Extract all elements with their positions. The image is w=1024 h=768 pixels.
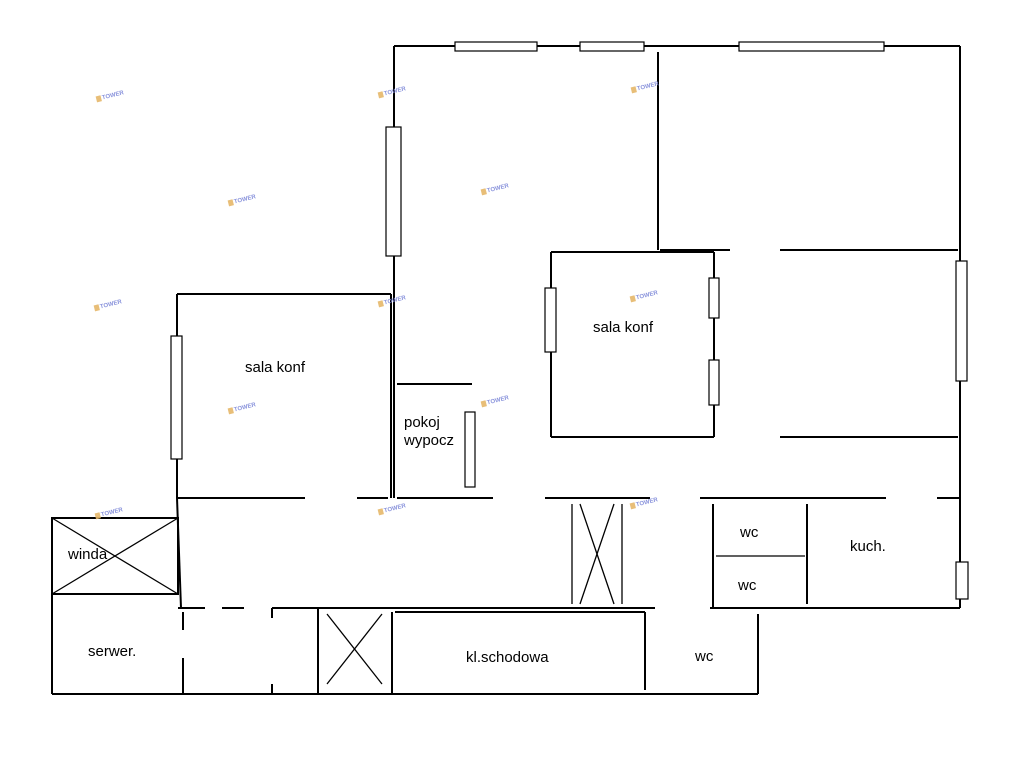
- room-label-sala-konf-center: sala konf: [593, 319, 654, 336]
- room-label-wc-upper: wc: [740, 524, 759, 541]
- room-label-wypocz: wypocz: [404, 432, 455, 449]
- room-label-sala-konf-left: sala konf: [245, 359, 306, 376]
- room-label-wc-bottom: wc: [695, 648, 714, 665]
- room-label-klatka-schodowa: kl.schodowa: [466, 649, 549, 666]
- room-label-wc-lower: wc: [738, 577, 757, 594]
- room-label-serwerownia: serwer.: [88, 643, 137, 660]
- windows: [170, 41, 969, 600]
- room-label-winda: winda: [68, 546, 108, 563]
- outer-walls: [176, 45, 961, 608]
- interior-walls: [51, 52, 960, 695]
- room-label-pokoj: pokoj: [404, 414, 440, 431]
- room-label-kuchnia: kuch.: [850, 538, 886, 555]
